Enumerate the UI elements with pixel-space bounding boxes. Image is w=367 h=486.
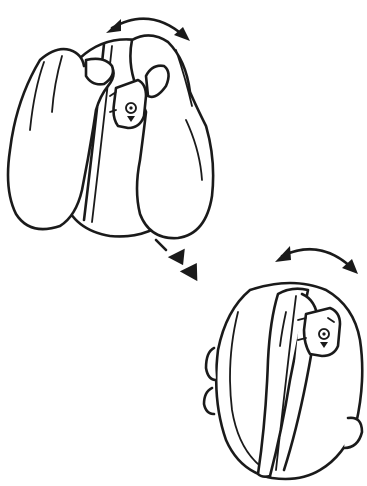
step-2-back-cover xyxy=(204,246,362,479)
lock-clip xyxy=(110,80,146,128)
left-hand xyxy=(8,49,114,229)
step-1-hands-twisting xyxy=(8,19,213,238)
right-hand xyxy=(130,35,213,238)
double-chevron-arrow-icon xyxy=(156,240,199,283)
curved-double-arrow-icon xyxy=(275,246,358,274)
